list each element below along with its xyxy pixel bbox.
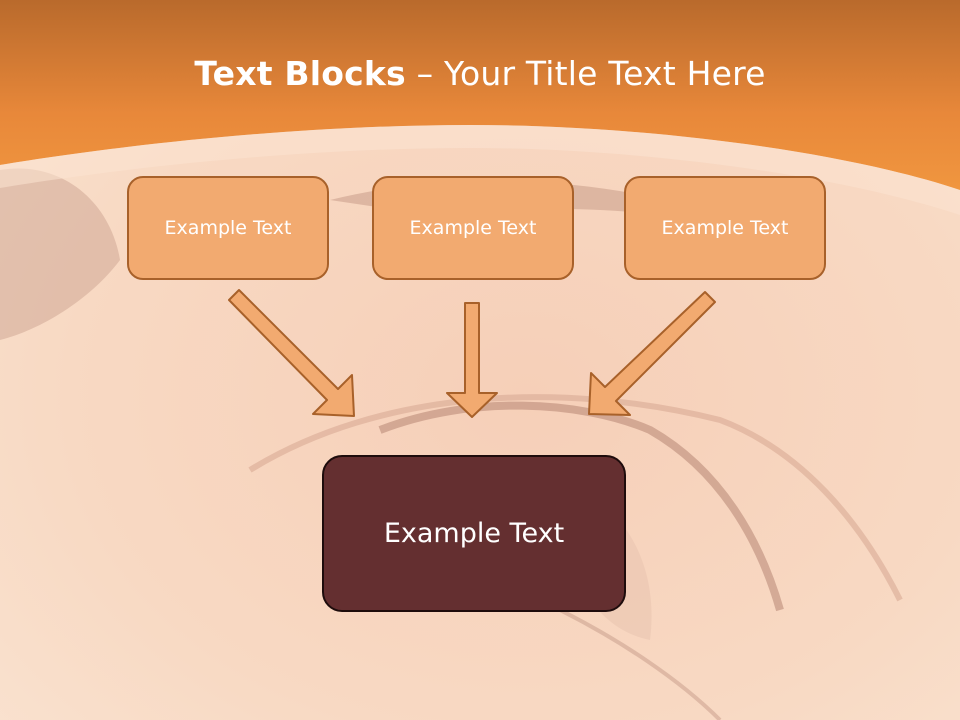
text-box-center-label: Example Text — [409, 217, 537, 239]
main-text-box-label: Example Text — [383, 518, 565, 549]
arrow-left-icon — [228, 289, 355, 417]
title-bold: Text Blocks — [194, 54, 406, 93]
text-box-left[interactable]: Example Text — [127, 176, 329, 280]
title-rest: Your Title Text Here — [443, 54, 766, 93]
text-box-right-label: Example Text — [661, 217, 789, 239]
title-separator: – — [405, 54, 444, 93]
text-box-right[interactable]: Example Text — [624, 176, 826, 280]
text-box-center[interactable]: Example Text — [372, 176, 574, 280]
arrow-right-icon — [588, 291, 716, 416]
main-text-box[interactable]: Example Text — [322, 455, 626, 612]
slide-title: Text Blocks – Your Title Text Here — [0, 54, 960, 93]
text-box-left-label: Example Text — [164, 217, 292, 239]
arrow-center-icon — [446, 302, 498, 418]
